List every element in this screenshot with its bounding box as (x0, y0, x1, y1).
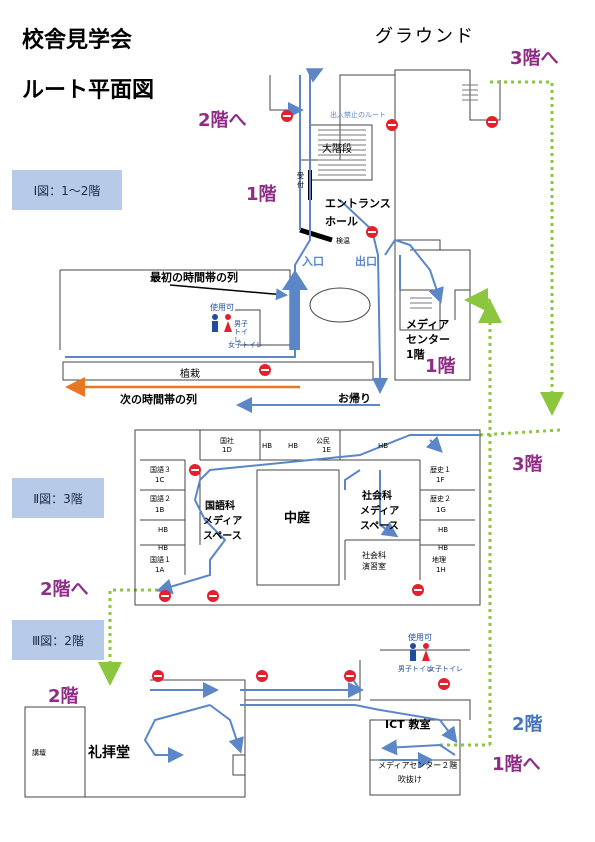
fig2-route (156, 434, 480, 595)
to-3f-label-top: 3階へ (510, 48, 559, 69)
3f-label-right: 3階 (512, 454, 543, 475)
kokugo1-label: 国語１ (150, 556, 171, 564)
kokugo3-label: 国語３ (150, 466, 171, 474)
hb-label-4: HB (158, 526, 169, 534)
entrance-label-2: ホール (325, 215, 358, 228)
2f-label-right: 2階 (512, 714, 543, 735)
title-line2: ルート平面図 (22, 78, 155, 103)
media-2f-label: メディアセンター２階 (378, 761, 458, 770)
rekishi1-label: 歴史１ (430, 466, 451, 474)
title-line1: 校舎見学会 (22, 28, 133, 53)
to-2f-label-left: 2階へ (40, 579, 89, 600)
womens-toilet-label: 女子トイレ (228, 341, 263, 349)
room-1H-label: 1H (436, 566, 446, 574)
go-home-label: お帰り (338, 392, 371, 405)
ground-label: グラウンド (375, 26, 475, 47)
ict-room-label: ICT 教室 (385, 718, 431, 731)
social-seminar-label-2: 演習室 (362, 562, 386, 571)
mens-toilet-label: 男子トイレ (234, 320, 248, 344)
rekishi2-label: 歴史２ (430, 495, 451, 503)
womens-toilet-label-2: 女子トイレ (428, 665, 463, 673)
fig3-route (143, 674, 458, 768)
fig3-panel: Ⅲ図：2階 (12, 620, 104, 660)
media-1f-label-1: メディア (406, 318, 450, 331)
to-2f-label-top: 2階へ (198, 110, 247, 131)
exit-door-label: 出口 (355, 255, 377, 268)
room-1D-label: 1D (222, 446, 232, 454)
hb-label-3: HB (378, 442, 389, 450)
room-1G-label: 1G (436, 506, 446, 514)
podium-label: 講壇 (32, 749, 46, 757)
chiri-label: 地理 (432, 556, 446, 564)
entrance-door-label: 入口 (302, 255, 324, 268)
1f-label-top: 1階 (246, 184, 277, 205)
koumin-label: 公民 (316, 437, 330, 445)
grand-stairs-label: 大階段 (322, 144, 352, 155)
atrium-label: 吹抜け (398, 775, 422, 784)
reception-label: 受付 (297, 172, 304, 189)
2f-label-left: 2階 (48, 686, 79, 707)
green-route (98, 80, 564, 747)
courtyard-label: 中庭 (284, 511, 311, 526)
fig1-route (65, 68, 444, 413)
room-1F-label: 1F (436, 476, 445, 484)
social-media-label-2: メディア (360, 506, 400, 517)
toilet-icons (212, 314, 430, 661)
hb-label-6: HB (438, 526, 449, 534)
room-1E-label: 1E (322, 446, 331, 454)
no-entry-route-label: 出入禁止のルート (330, 111, 386, 119)
hb-label-7: HB (438, 544, 449, 552)
stop-icons (152, 110, 498, 690)
next-line-label: 次の時間帯の列 (120, 393, 197, 406)
social-media-label-3: スペース (360, 521, 399, 532)
thermo-desk (299, 227, 333, 243)
chapel-label: 礼拝堂 (88, 745, 130, 761)
first-line-label: 最初の時間帯の列 (150, 271, 238, 284)
first-line-arrow (282, 270, 308, 350)
japanese-media-label-3: スペース (203, 531, 242, 542)
social-seminar-label-1: 社会科 (362, 551, 386, 560)
mens-toilet-label-2: 男子トイレ (398, 665, 433, 673)
usable-label-2: 使用可 (408, 633, 432, 642)
kokugo2-label: 国語２ (150, 495, 171, 503)
room-1C-label: 1C (155, 476, 165, 484)
japanese-media-label-2: メディア (203, 516, 243, 527)
temp-check-label: 検温 (336, 237, 350, 245)
hb-label-5: HB (158, 544, 169, 552)
planting-label: 植栽 (180, 369, 200, 380)
media-1f-label-3: 1階 (406, 348, 425, 361)
entrance-label-1: エントランス (325, 197, 391, 210)
hb-label-1: HB (262, 442, 273, 450)
hb-label-2: HB (288, 442, 299, 450)
fig1-panel: Ⅰ図：1～2階 (12, 170, 122, 210)
usable-label-1: 使用可 (210, 303, 234, 312)
kokusha-label: 国社 (220, 437, 234, 445)
fig1-walls (59, 69, 501, 381)
to-1f-label-bottom: 1階へ (492, 754, 541, 775)
room-1B-label: 1B (155, 506, 165, 514)
1f-label-mid: 1階 (425, 356, 456, 377)
room-1A-label: 1A (155, 566, 165, 574)
fig2-panel: Ⅱ図：3階 (12, 478, 104, 518)
social-media-label-1: 社会科 (362, 491, 392, 502)
media-1f-label-2: センター (406, 333, 450, 346)
japanese-media-label-1: 国語科 (205, 501, 235, 512)
fig1-stairs (318, 84, 478, 309)
